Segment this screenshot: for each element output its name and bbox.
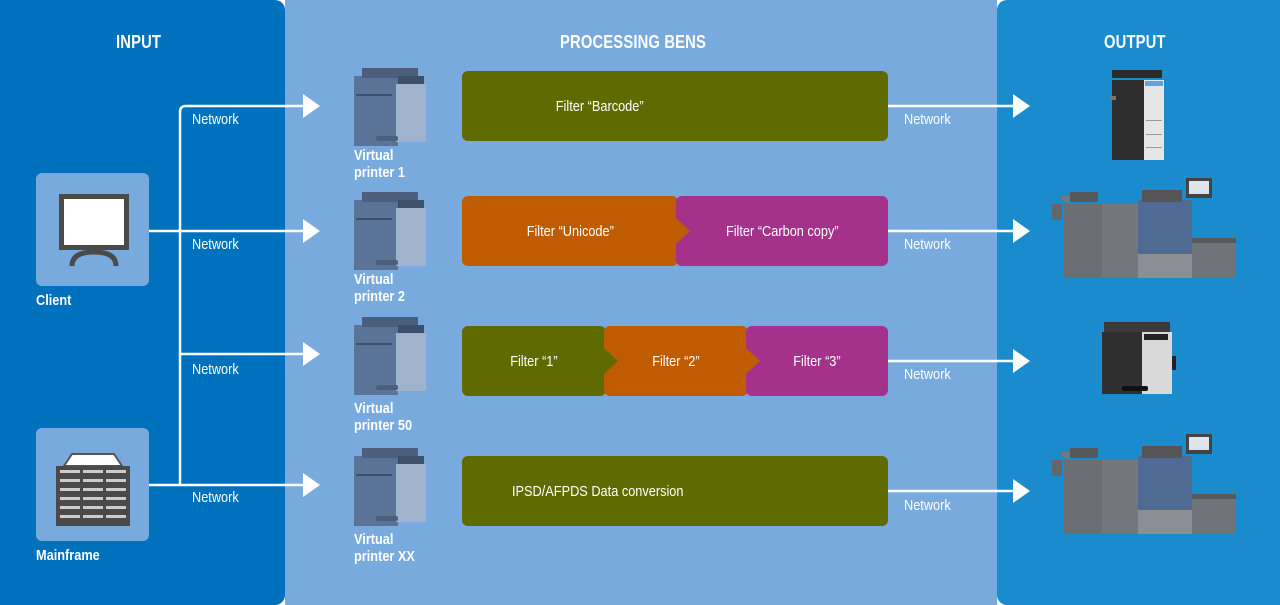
- filter-carbon-copy: Filter “Carbon copy”: [676, 196, 888, 266]
- input-title: INPUT: [116, 32, 162, 52]
- processing-title: PROCESSING BENS: [560, 32, 706, 52]
- filter-unicode: Filter “Unicode”: [462, 196, 678, 266]
- office-mfp-icon: [1110, 70, 1164, 160]
- virtual-printer-icon: [354, 68, 426, 146]
- arrow-out-3: [1013, 349, 1030, 373]
- production-press-icon: [1052, 178, 1236, 278]
- output-title: OUTPUT: [1104, 32, 1166, 52]
- output-network-label-3: Network: [904, 366, 951, 383]
- virtual-printer-icon: [354, 448, 426, 526]
- server-rack-icon: [56, 453, 130, 526]
- arrow-in-4: [303, 473, 320, 497]
- flow-arrow: [604, 348, 618, 374]
- arrow-in-1: [303, 94, 320, 118]
- input-network-label-2: Network: [192, 236, 239, 253]
- mainframe-label: Mainframe: [36, 547, 100, 564]
- input-network-label-3: Network: [192, 361, 239, 378]
- arrow-in-2: [303, 219, 320, 243]
- output-network-label-2: Network: [904, 236, 951, 253]
- filter-3: Filter “3”: [746, 326, 888, 396]
- client-label: Client: [36, 292, 72, 309]
- arrow-out-4: [1013, 479, 1030, 503]
- compact-mfp-icon: [1102, 322, 1176, 394]
- output-network-label-4: Network: [904, 497, 951, 514]
- arrow-in-3: [303, 342, 320, 366]
- filter-data-conversion: IPSD/AFPDS Data conversion: [462, 456, 888, 526]
- input-network-label-4: Network: [192, 489, 239, 506]
- flow-arrow: [676, 218, 690, 244]
- filter-2: Filter “2”: [604, 326, 748, 396]
- virtual-printer-icon: [354, 317, 426, 395]
- input-network-label-1: Network: [192, 111, 239, 128]
- output-network-label-1: Network: [904, 111, 951, 128]
- filter-barcode: Filter “Barcode”: [462, 71, 888, 141]
- client-source: [36, 173, 149, 286]
- production-press-icon: [1052, 434, 1236, 534]
- virtual-printer-icon: [354, 192, 426, 270]
- flow-arrow: [746, 348, 760, 374]
- arrow-out-1: [1013, 94, 1030, 118]
- arrow-out-2: [1013, 219, 1030, 243]
- bus-line: [178, 104, 305, 485]
- filter-1: Filter “1”: [462, 326, 606, 396]
- monitor-icon: [59, 194, 129, 267]
- mainframe-source: [36, 428, 149, 541]
